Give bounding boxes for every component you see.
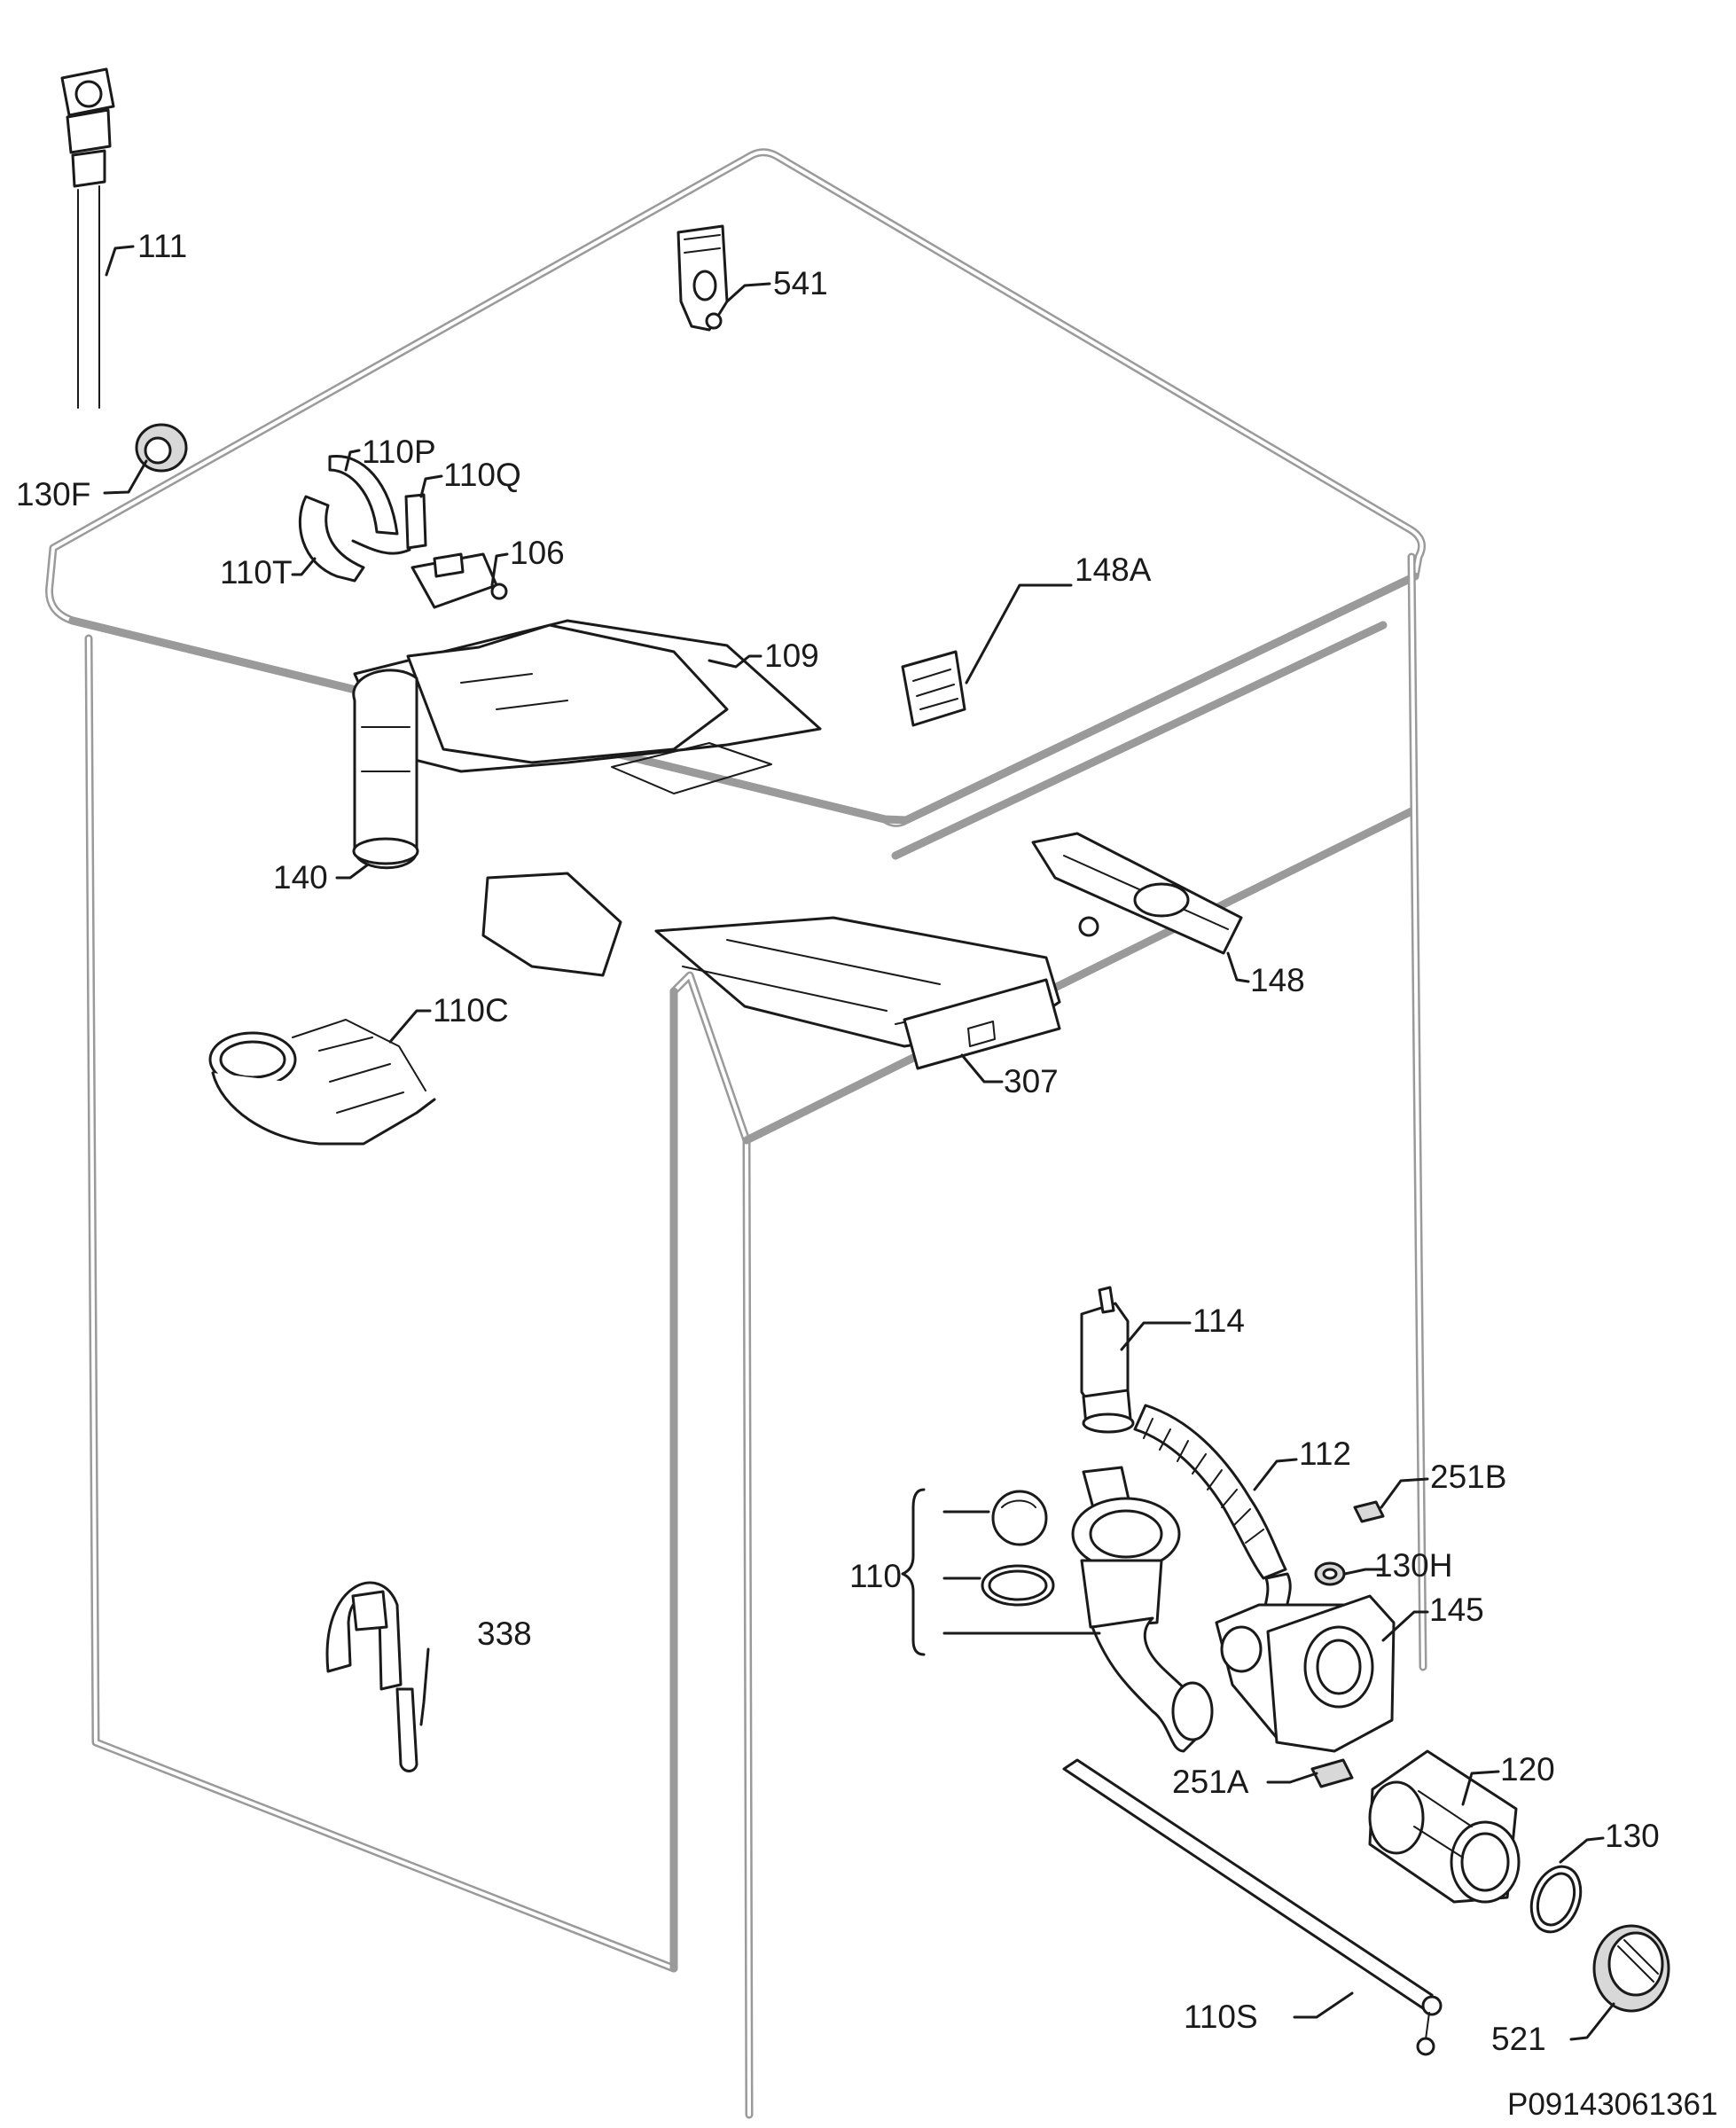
callout-labels: 111 541 130F 110P 110Q 110T 106 148A 109…: [16, 228, 1717, 2122]
label-111: 111: [137, 228, 187, 264]
bracket-541: [676, 224, 729, 332]
filter-120: [1368, 1749, 1521, 1904]
diagram-reference-number: P09143061361: [1507, 2087, 1717, 2122]
label-110C: 110C: [433, 992, 509, 1029]
leader-lines: [103, 245, 1615, 2041]
label-130F: 130F: [16, 476, 90, 512]
clip-251A: [1310, 1758, 1354, 1788]
o-ring-130: [1529, 1865, 1583, 1934]
label-251B: 251B: [1430, 1459, 1506, 1495]
label-307: 307: [1004, 1063, 1059, 1099]
hoses-110P-110Q-110T: [299, 455, 427, 583]
label-120: 120: [1500, 1751, 1555, 1788]
bellows-hose-110C: [208, 1019, 436, 1146]
panel-148: [1031, 832, 1243, 955]
label-110T: 110T: [220, 554, 293, 591]
label-114: 114: [1193, 1303, 1245, 1339]
label-106: 106: [510, 535, 565, 571]
label-112: 112: [1299, 1436, 1351, 1472]
label-109: 109: [764, 638, 819, 674]
label-110P: 110P: [362, 434, 436, 470]
label-140: 140: [273, 859, 328, 896]
clip-251B: [1353, 1500, 1385, 1523]
label-251A: 251A: [1172, 1764, 1249, 1800]
filter-cap-521: [1592, 1924, 1670, 2013]
label-110Q: 110Q: [443, 457, 521, 493]
label-130H: 130H: [1374, 1547, 1452, 1584]
drawer-front-307: [903, 978, 1061, 1070]
valve-106: [411, 552, 508, 609]
nut-130F: [135, 423, 188, 473]
label-521: 521: [1491, 2021, 1546, 2057]
cabinet-outline: [45, 148, 1427, 2119]
label-148: 148: [1250, 962, 1305, 998]
label-110: 110: [849, 1558, 902, 1594]
container-140: [352, 669, 419, 870]
clip-148A: [901, 650, 966, 727]
hose-guide-338: [325, 1581, 418, 1772]
label-145: 145: [1429, 1592, 1484, 1628]
label-338: 338: [477, 1616, 532, 1652]
label-541: 541: [773, 265, 828, 301]
drain-assembly-110: [981, 1466, 1214, 1753]
air-chamber-114: [1080, 1286, 1135, 1434]
pump-housing-145: [1215, 1594, 1396, 1753]
label-148A: 148A: [1075, 552, 1152, 588]
ring-130H: [1314, 1561, 1346, 1586]
inlet-hose-111: [60, 67, 115, 409]
label-110S: 110S: [1184, 1999, 1258, 2035]
label-130: 130: [1605, 1818, 1660, 1854]
dispenser-housing-109: [353, 619, 822, 794]
emergency-drain-hose-110S: [1062, 1758, 1443, 2056]
